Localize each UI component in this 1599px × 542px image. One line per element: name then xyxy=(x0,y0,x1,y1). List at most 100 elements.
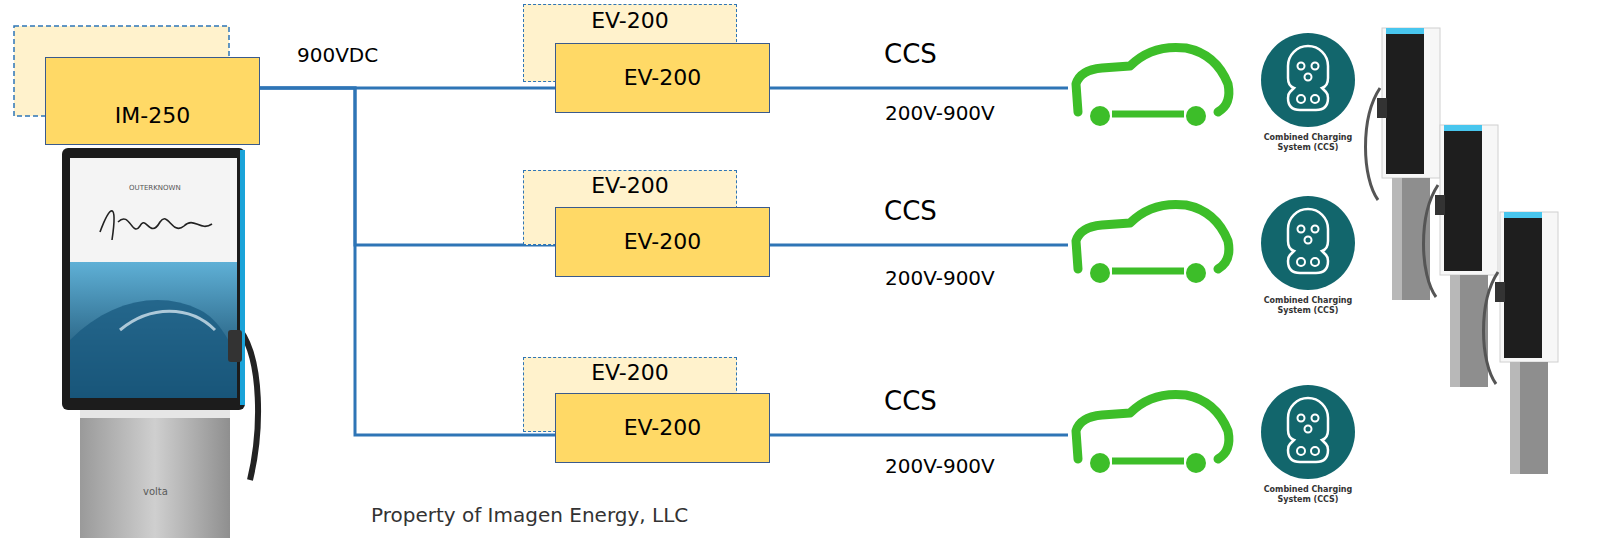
car-body xyxy=(1076,204,1229,269)
label-holder: 200V-900V xyxy=(885,266,995,290)
car-icon xyxy=(1076,47,1229,126)
connector-pin xyxy=(1311,447,1319,455)
signature xyxy=(100,211,212,240)
label-holder: 200V-900V xyxy=(885,101,995,125)
ownership-note: Property of Imagen Energy, LLC xyxy=(371,503,688,527)
brand-text: OUTERKNOWN xyxy=(129,184,181,192)
charger-light xyxy=(1386,28,1424,34)
connector-pin xyxy=(1311,258,1319,266)
charger-head xyxy=(1440,125,1498,275)
dc-bus-line xyxy=(260,88,555,435)
ccs-icon xyxy=(1261,385,1355,479)
icon-disc xyxy=(1261,196,1355,290)
car-wheel xyxy=(1090,106,1110,126)
connector-pin xyxy=(1312,415,1319,422)
label-holder: CCS xyxy=(884,196,937,227)
connector-pin xyxy=(1312,226,1319,233)
pedestal-charger xyxy=(1484,212,1559,474)
connector-pin xyxy=(1297,447,1305,455)
label-holder: OUTERKNOWN xyxy=(129,184,181,192)
charger-light xyxy=(1504,212,1542,218)
connector-pin xyxy=(1298,226,1305,233)
kiosk-screen xyxy=(70,158,237,398)
module-name: EV-200 xyxy=(624,229,702,254)
charger-panel xyxy=(1386,34,1424,174)
voltage-label: 900VDC xyxy=(297,43,378,67)
module-name: EV-200 xyxy=(624,415,702,440)
module-name: IM-250 xyxy=(115,103,190,128)
label-holder: CCS xyxy=(884,386,937,417)
connector-label: CCS xyxy=(884,386,937,417)
car-wheel xyxy=(1090,453,1110,473)
charger-light xyxy=(1444,125,1482,131)
pedestal-charger xyxy=(1366,28,1441,300)
kiosk-charger xyxy=(62,148,258,538)
label-holder: Combined Charging System (CCS) xyxy=(1262,133,1354,152)
ccs-cable xyxy=(770,87,1068,90)
car-body xyxy=(1112,268,1184,275)
module-box: EV-200 xyxy=(555,207,770,277)
car-body xyxy=(1112,458,1184,465)
label-holder: 900VDC xyxy=(297,43,378,67)
connector-outline xyxy=(1288,209,1328,273)
module-box: EV-200 xyxy=(555,43,770,113)
connector-label: CCS xyxy=(884,196,937,227)
brand-text: volta xyxy=(143,486,168,498)
wave-shape xyxy=(70,300,237,398)
connector-outline xyxy=(1288,398,1328,462)
label-holder: volta xyxy=(143,486,168,498)
charger-pillar xyxy=(1450,275,1460,387)
ccs-icon xyxy=(1261,33,1355,127)
ccs-icon xyxy=(1261,196,1355,290)
car-body xyxy=(1076,47,1229,112)
label-holder: Combined Charging System (CCS) xyxy=(1262,485,1354,504)
voltage-range: 200V-900V xyxy=(885,101,995,125)
connector-pin xyxy=(1297,95,1305,103)
connector-outline xyxy=(1288,46,1328,110)
connector-label: CCS xyxy=(884,39,937,70)
car-body xyxy=(1076,394,1229,459)
ccs-cable xyxy=(770,434,1068,437)
charger-pillar xyxy=(1510,362,1520,474)
wave-crest xyxy=(120,311,215,330)
voltage-range: 200V-900V xyxy=(885,454,995,478)
icon-caption: Combined Charging System (CCS) xyxy=(1262,296,1354,315)
kiosk-accent xyxy=(240,150,245,405)
kiosk-bezel xyxy=(62,148,245,410)
charger-head xyxy=(1500,212,1558,362)
module-box: EV-200 xyxy=(555,393,770,463)
voltage-range: 200V-900V xyxy=(885,266,995,290)
connector-pin xyxy=(1311,95,1319,103)
connector-pin xyxy=(1305,74,1312,81)
dc-bus-line xyxy=(260,88,555,245)
connector-pin xyxy=(1298,415,1305,422)
module-name: EV-200 xyxy=(591,360,669,385)
icon-disc xyxy=(1261,385,1355,479)
car-wheel xyxy=(1186,263,1206,283)
icon-caption: Combined Charging System (CCS) xyxy=(1262,485,1354,504)
wave-photo xyxy=(70,262,237,398)
holster xyxy=(1495,282,1505,302)
connector-pin xyxy=(1305,426,1312,433)
label-holder: Property of Imagen Energy, LLC xyxy=(371,503,688,527)
icon-disc xyxy=(1261,33,1355,127)
connector-pin xyxy=(1312,63,1319,70)
car-icon xyxy=(1076,394,1229,473)
module-name: EV-200 xyxy=(624,65,702,90)
module-name: EV-200 xyxy=(591,8,669,33)
base-light xyxy=(80,410,230,418)
connector-pin xyxy=(1305,237,1312,244)
label-holder: Combined Charging System (CCS) xyxy=(1262,296,1354,315)
car-wheel xyxy=(1186,106,1206,126)
car-wheel xyxy=(1090,263,1110,283)
label-holder: CCS xyxy=(884,39,937,70)
charger-panel xyxy=(1444,131,1482,271)
car-body xyxy=(1112,111,1184,118)
car-wheel xyxy=(1186,453,1206,473)
kiosk-base xyxy=(80,410,230,538)
connector-pin xyxy=(1298,63,1305,70)
car-icon xyxy=(1076,204,1229,283)
charger-pillar xyxy=(1392,178,1402,300)
charger-panel xyxy=(1504,218,1542,358)
